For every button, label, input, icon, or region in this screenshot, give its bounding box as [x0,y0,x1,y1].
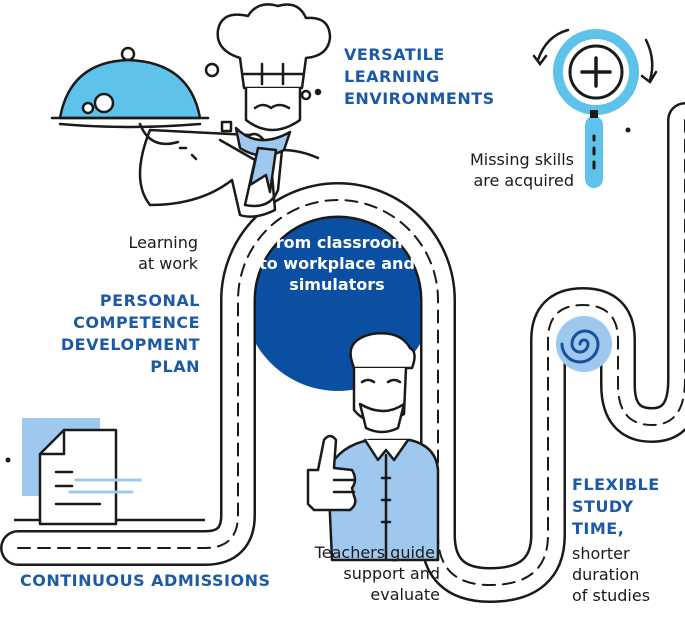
chef-icon [50,3,332,218]
classroom-to-workplace-text: From classroom to workplace and simulato… [259,233,415,294]
spiral-icon [556,316,612,372]
shorter-duration-text: shorter duration of studies [572,544,651,605]
document-icon [5,418,142,526]
missing-skills-text: Missing skills are acquired [469,150,574,190]
teacher-thumbs-up-icon [306,332,440,562]
continuous-admissions-heading: CONTINUOUS ADMISSIONS [20,571,271,590]
versatile-heading: VERSATILE LEARNING ENVIRONMENTS [344,45,495,108]
learning-at-work-text: Learning at work [128,233,198,273]
personal-plan-heading: PERSONAL COMPETENCE DEVELOPMENT PLAN [60,291,200,376]
magnifier-plus-icon [532,28,658,188]
flexible-study-heading: FLEXIBLE STUDY TIME, [572,475,660,538]
teachers-text: Teachers guide, support and evaluate [314,543,440,604]
